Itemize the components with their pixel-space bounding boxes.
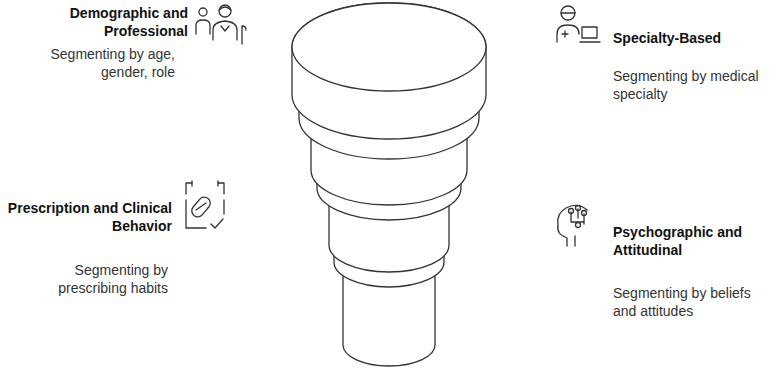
segment-description: Segmenting by age, gender, role bbox=[3, 45, 175, 81]
segment-heading: Specialty-Based bbox=[613, 29, 773, 47]
head-brain-icon bbox=[558, 205, 587, 246]
segment-description: Segmenting by prescribing habits bbox=[8, 261, 168, 297]
segment-heading: Prescription and Clinical Behavior bbox=[2, 199, 172, 235]
cylinder-top bbox=[292, 3, 486, 91]
prescription-clipboard-icon bbox=[186, 181, 224, 228]
cylinder-section bbox=[292, 3, 486, 139]
segment-description: Segmenting by beliefs and attitudes bbox=[613, 284, 773, 320]
segment-description: Segmenting by medical specialty bbox=[613, 67, 773, 103]
stacked-cylinders bbox=[292, 3, 486, 366]
people-icon bbox=[196, 5, 246, 44]
segment-heading: Psychographic and Attitudinal bbox=[613, 223, 773, 259]
segment-heading: Demographic and Professional bbox=[8, 4, 188, 40]
doctor-laptop-icon bbox=[557, 6, 600, 42]
